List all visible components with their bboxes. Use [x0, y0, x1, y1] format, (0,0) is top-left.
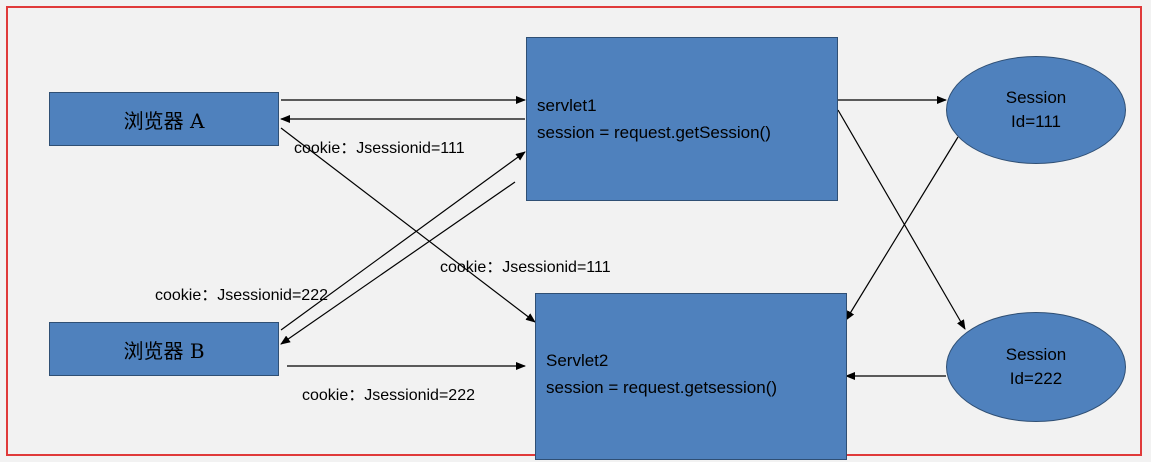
servlet1-code: session = request.getSession() [537, 123, 771, 142]
arrow-session-111-to-servlet2 [845, 136, 959, 321]
servlet2-code: session = request.getsession() [546, 378, 778, 397]
arrow-browser-a-to-servlet2 [280, 127, 536, 323]
session-222-title: Session [1005, 345, 1067, 364]
servlet1-box: servlet1 session = request.getSession() [526, 37, 838, 201]
session-111-ellipse: Session Id=111 [946, 56, 1126, 164]
servlet2-box: Servlet2 session = request.getsession() [535, 293, 847, 460]
session-111-title: Session [1005, 88, 1067, 107]
browser-b-label: 浏览器 B [123, 338, 205, 363]
session-111-id: Id=111 [1011, 112, 1061, 131]
browser-a-box: 浏览器 A [49, 92, 279, 146]
servlet2-name: Servlet2 [546, 351, 609, 370]
servlet1-name: servlet1 [537, 96, 597, 115]
cookie-label-a-return: cookie：Jsessionid=111 [294, 140, 465, 157]
session-222-id: Id=222 [1009, 369, 1063, 388]
cookie-label-b-return: cookie：Jsessionid=222 [155, 287, 328, 304]
browser-b-box: 浏览器 B [49, 322, 279, 376]
arrow-servlet1-to-browser-b [280, 181, 516, 345]
arrow-browser-b-to-servlet1 [280, 151, 526, 331]
browser-a-label: 浏览器 A [123, 108, 205, 133]
cookie-label-b-to-servlet2: cookie：Jsessionid=222 [302, 387, 475, 404]
arrow-servlet1-to-session-222 [837, 109, 966, 330]
session-222-ellipse: Session Id=222 [946, 312, 1126, 422]
cookie-label-a-to-servlet2: cookie：Jsessionid=111 [440, 259, 611, 276]
